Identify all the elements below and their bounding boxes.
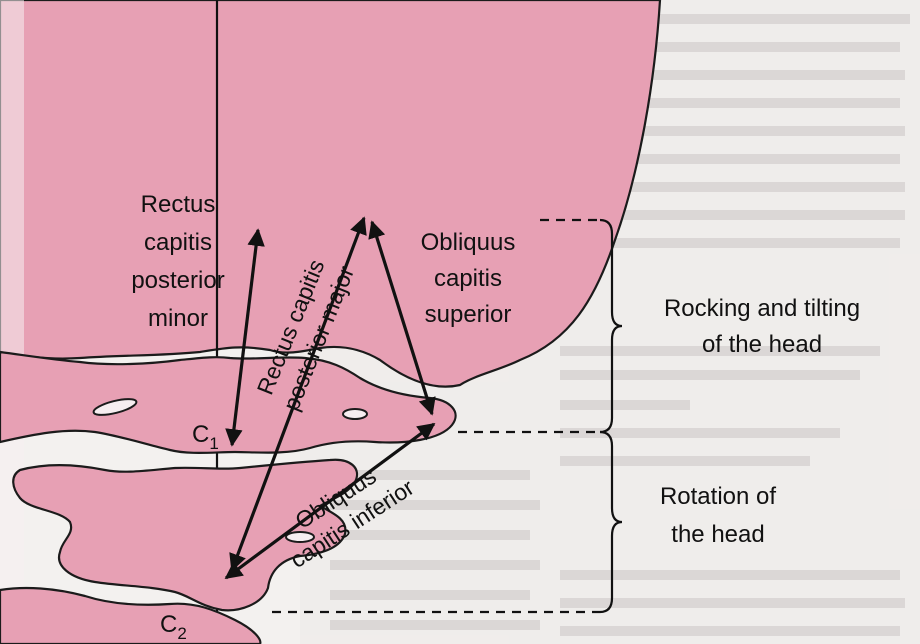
svg-text:minor: minor — [148, 305, 208, 332]
svg-text:superior: superior — [425, 301, 512, 328]
svg-text:Obliquus: Obliquus — [421, 229, 516, 256]
svg-text:posterior: posterior — [131, 267, 224, 294]
label-obliquus-superior: Obliquus capitis superior — [421, 229, 516, 328]
svg-text:Rotation of: Rotation of — [660, 483, 776, 510]
svg-text:capitis: capitis — [434, 265, 502, 292]
c1-foramen-right — [343, 409, 367, 419]
svg-text:capitis: capitis — [144, 229, 212, 256]
svg-text:Rocking and tilting: Rocking and tilting — [664, 295, 860, 322]
svg-text:of the head: of the head — [702, 331, 822, 358]
page-margin — [0, 0, 24, 644]
svg-text:Rectus: Rectus — [141, 191, 216, 218]
svg-text:the head: the head — [671, 521, 764, 548]
